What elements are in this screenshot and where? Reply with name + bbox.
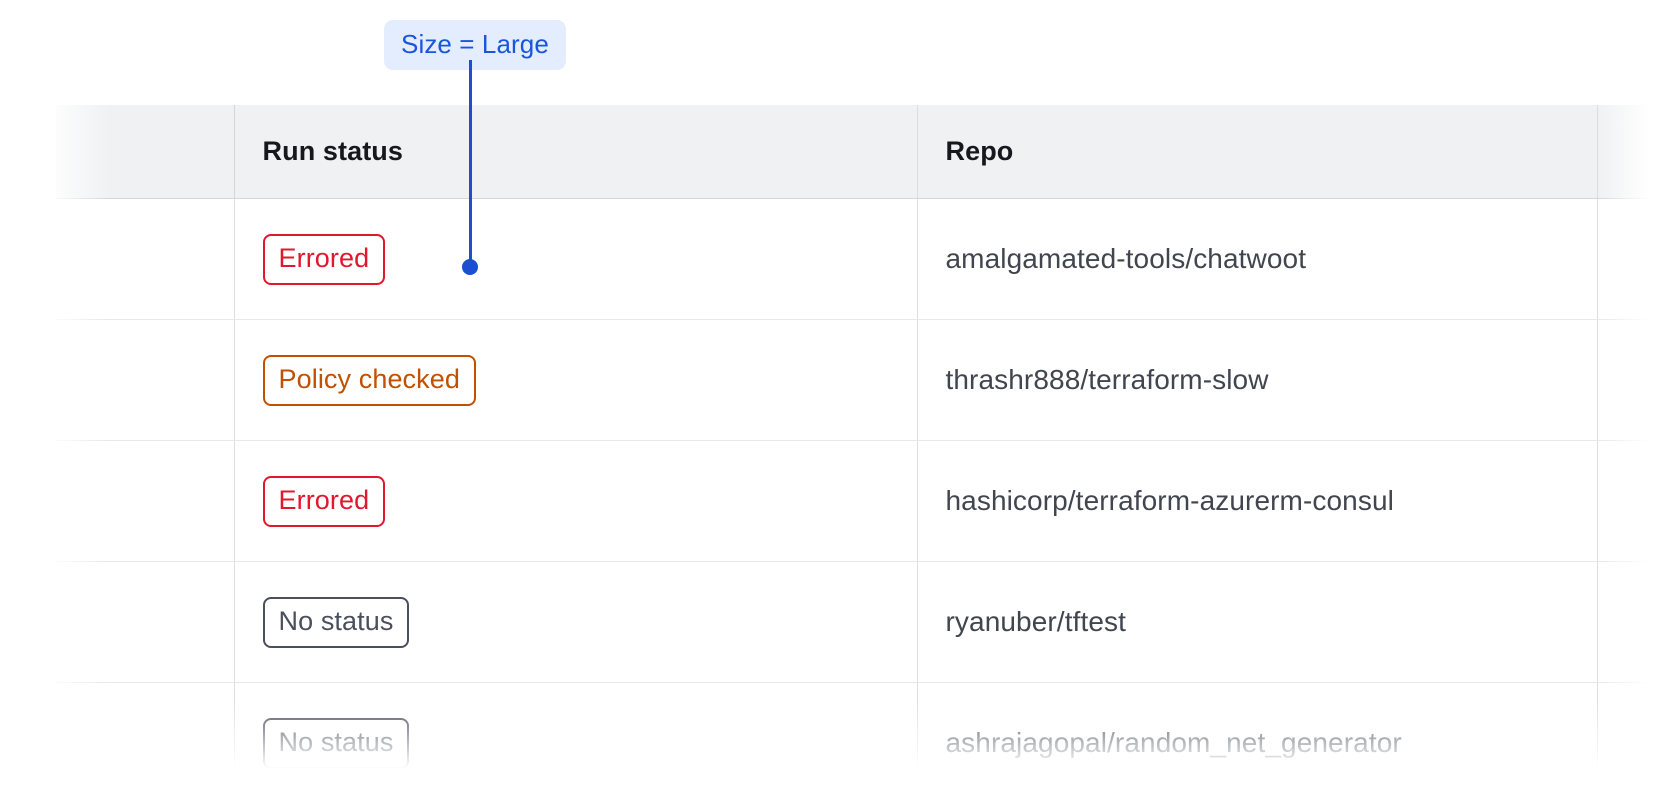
table-row[interactable]: Policy checked thrashr888/terraform-slow: [55, 319, 1672, 441]
column-header-run-status-label: Run status: [262, 136, 404, 166]
run-status-cell: Policy checked: [234, 319, 918, 441]
header-row: Run status Repo: [55, 105, 1672, 199]
table-header: Run status Repo: [55, 105, 1672, 199]
status-badge[interactable]: Policy checked: [262, 354, 476, 406]
row-tail-cell: [1597, 198, 1672, 320]
row-lead-cell: [55, 682, 235, 788]
repo-cell: thrashr888/terraform-slow: [917, 319, 1598, 441]
row-lead-cell: [55, 561, 235, 683]
data-table-viewport[interactable]: Run status Repo Errored amalgamated-tool…: [0, 105, 1672, 788]
status-badge[interactable]: Errored: [262, 233, 386, 285]
run-status-cell: Errored: [234, 440, 918, 562]
row-tail-cell: [1597, 319, 1672, 441]
row-lead-cell: [55, 198, 235, 320]
column-header-repo[interactable]: Repo: [917, 105, 1598, 199]
repo-cell: hashicorp/terraform-azurerm-consul: [917, 440, 1598, 562]
table-body: Errored amalgamated-tools/chatwoot Polic…: [55, 198, 1672, 788]
run-status-cell: No status: [234, 682, 918, 788]
row-tail-cell: [1597, 440, 1672, 562]
row-tail-cell: [1597, 682, 1672, 788]
repo-cell: ryanuber/tftest: [917, 561, 1598, 683]
column-header-run-status[interactable]: Run status: [234, 105, 918, 199]
repo-cell: ashrajagopal/random_net_generator: [917, 682, 1598, 788]
table-row[interactable]: No status ryanuber/tftest: [55, 561, 1672, 683]
run-status-cell: No status: [234, 561, 918, 683]
run-status-cell: Errored: [234, 198, 918, 320]
column-header-tail[interactable]: [1597, 105, 1672, 199]
status-badge[interactable]: No status: [262, 596, 410, 648]
table-row[interactable]: Errored amalgamated-tools/chatwoot: [55, 198, 1672, 320]
table-row[interactable]: No status ashrajagopal/random_net_genera…: [55, 682, 1672, 788]
status-badge[interactable]: No status: [262, 717, 410, 769]
runs-table: Run status Repo Errored amalgamated-tool…: [55, 105, 1672, 788]
status-badge[interactable]: Errored: [262, 475, 386, 527]
row-lead-cell: [55, 440, 235, 562]
column-header-repo-label: Repo: [945, 136, 1014, 166]
row-tail-cell: [1597, 561, 1672, 683]
row-lead-cell: [55, 319, 235, 441]
table-row[interactable]: Errored hashicorp/terraform-azurerm-cons…: [55, 440, 1672, 562]
column-header-lead[interactable]: [55, 105, 235, 199]
annotation-chip[interactable]: Size = Large: [384, 20, 566, 70]
repo-cell: amalgamated-tools/chatwoot: [917, 198, 1598, 320]
